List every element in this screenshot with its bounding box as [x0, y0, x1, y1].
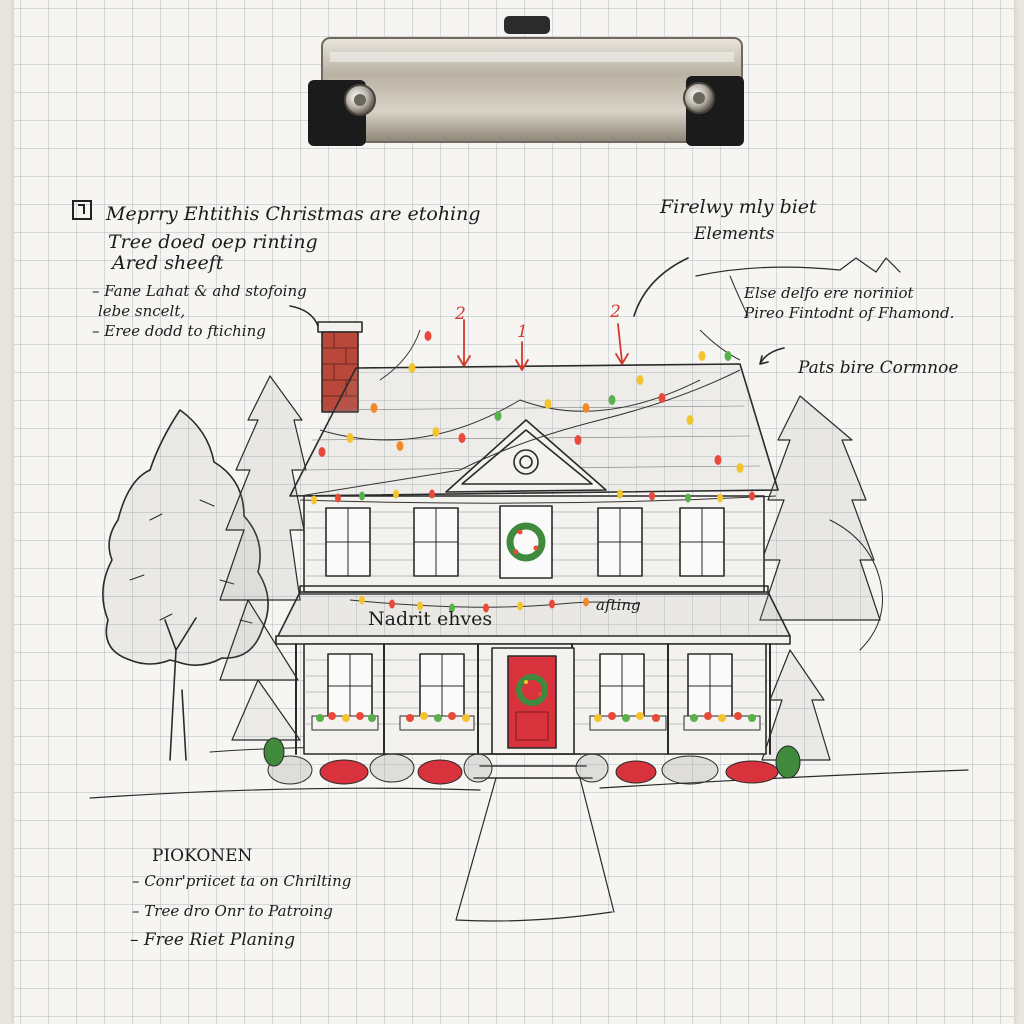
note-title: Firelwy mly biet	[660, 196, 817, 218]
list-item: – Conr'priicet ta on Chrilting	[132, 872, 352, 890]
clip-lever	[504, 16, 550, 34]
note-bullet: – Eree dodd to ftiching	[92, 322, 266, 340]
upper-windows	[325, 505, 725, 579]
note-line: Pats bire Cormnoe	[798, 358, 959, 378]
list-item: – Tree dro Onr to Patroing	[132, 902, 333, 920]
porch-roof	[275, 591, 791, 641]
clipboard-clip	[308, 16, 744, 146]
note-bullet-continued: lebe sncelt,	[98, 302, 186, 320]
arrow-label: 2	[455, 304, 466, 324]
arrow-label: 2	[610, 302, 621, 322]
note-line: Tree doed oep rinting	[108, 231, 318, 253]
tree-left	[102, 409, 269, 761]
front-shrubs	[263, 737, 801, 785]
ground-windows	[327, 653, 733, 719]
porch-label: Nadrit ehves	[368, 608, 493, 630]
dormer	[445, 419, 607, 493]
door-wreath-icon	[516, 674, 548, 706]
section-heading: PIOKONEN	[152, 846, 253, 866]
porch-lights-label: afting	[596, 596, 641, 614]
list-item: – Free Riet Planing	[130, 930, 296, 950]
note-title: Meprry Ehtithis Christmas are etohing	[106, 203, 481, 225]
checkbox-icon	[72, 200, 92, 220]
wreath-icon	[506, 522, 546, 562]
note-title: Elements	[694, 224, 775, 244]
string-lights	[299, 329, 777, 613]
note-line: Ared sheeft	[112, 252, 224, 274]
tree-pine-left	[219, 375, 307, 741]
note-line: Pireo Fintodnt of Fhamond.	[744, 304, 955, 322]
arrow-label: 1	[517, 322, 528, 342]
tree-pine-right	[759, 395, 883, 761]
note-bullet: – Fane Lahat & ahd stofoing	[92, 282, 307, 300]
window-flower-boxes	[311, 712, 761, 731]
note-line: Else delfo ere noriniot	[744, 284, 914, 302]
